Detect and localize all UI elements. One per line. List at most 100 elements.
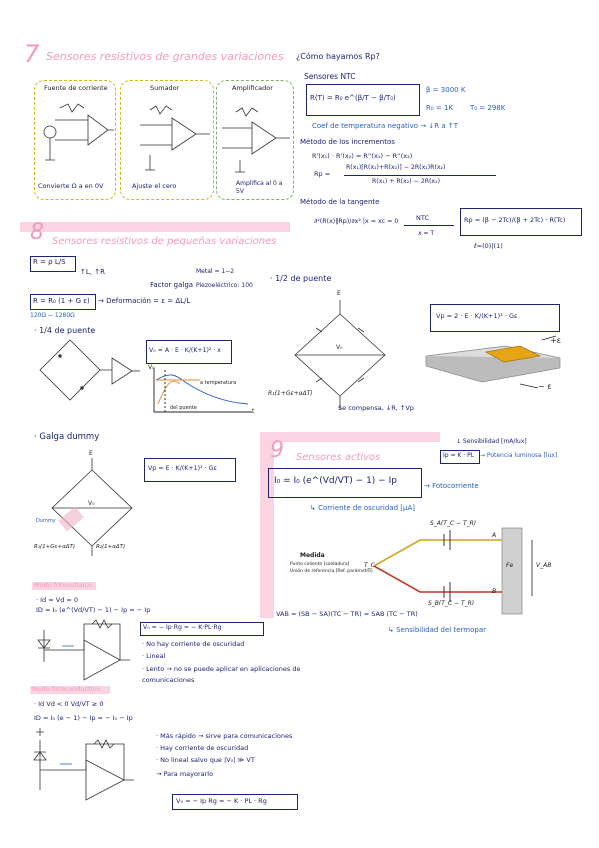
thermo-label-b: B xyxy=(492,588,497,595)
medida-label: Medida xyxy=(300,552,325,559)
dummy-label-r1: R₁(1+Gε+αΔT) xyxy=(34,544,76,550)
item-metal: Metal = 1−2 xyxy=(196,268,235,275)
quarter-bridge-title: · 1/4 de puente xyxy=(34,326,96,335)
photoconductive-note-dark: · Hay corriente de oscuridad xyxy=(156,744,249,752)
ntc-label: Sensores NTC xyxy=(304,72,356,81)
half-bridge-label-vo: V₀ xyxy=(336,344,343,351)
incremental-denominator: R(x₁) + R(x₂) − 2R(x₂) xyxy=(372,178,440,185)
vab-note: ↳ Sensibilidad del termopar xyxy=(388,626,486,634)
medida-sub2: Unión de referencia [Ref. parámetro] xyxy=(290,569,373,574)
section7-number: 7 xyxy=(24,40,40,68)
photoconductive-note-nonlinear: · No lineal salvo que |V₀| ≫ VT xyxy=(156,756,255,764)
rho-formula-box xyxy=(30,256,76,272)
section8-highlight xyxy=(20,222,290,232)
rho-formula: R = ρ L/S xyxy=(33,258,66,266)
dummy-gauge-title: · Galga dummy xyxy=(34,432,100,442)
tangent-arrow xyxy=(404,225,454,226)
sensitivity-note: ↓ Sensibilidad [mA/lux] xyxy=(456,438,527,445)
half-bridge-r1-label: R₁(1+Gε+αΔT) xyxy=(268,390,313,397)
section8-title: Sensores resistivos de pequeñas variacio… xyxy=(52,236,277,247)
photovoltaic-note-dark: · No hay corriente de oscuridad xyxy=(142,640,245,648)
photoconductive-title: Modo fotoconductivo xyxy=(32,685,101,693)
summer-box xyxy=(120,80,214,200)
main-formula-note: → Fotocorriente xyxy=(424,482,479,490)
tangent-title: Método de la tangente xyxy=(300,198,380,206)
tangent-eq: ∂²(R(x)‖Rp)/∂x² |x = xc = 0 xyxy=(314,218,399,225)
r0-note: 120Ω − 1280Ω xyxy=(30,312,75,319)
current-source-box xyxy=(34,80,116,200)
item-gauge-factor: Factor galga xyxy=(150,281,194,289)
section9-number: 9 xyxy=(270,438,284,463)
half-bridge-label-e: E xyxy=(337,290,341,297)
photoconductive-note-fast: · Más rápido → sirve para comunicaciones xyxy=(156,732,293,740)
box-caption-summer: Ajuste el cero xyxy=(132,182,177,190)
incremental-numerator: R(x₁)[R(x₁)+R(x₂)] − 2R(x₁)R(x₂) xyxy=(346,164,446,171)
thermo-label-a: A xyxy=(492,532,497,539)
vab-formula: VAB = (SB − SA)(TC − TR) = SAB (TC − TR) xyxy=(276,610,418,618)
photoconductive-vo-box xyxy=(172,794,298,810)
main-formula-box xyxy=(268,468,422,498)
ip-formula: Ip = K · PL xyxy=(443,452,475,459)
photovoltaic-vo: V₀ = − Ip·Rg = − K·PL·Rg xyxy=(143,624,222,631)
photovoltaic-note-slow: · Lento → no se puede aplicar en aplicac… xyxy=(142,665,301,684)
photovoltaic-vo-box xyxy=(140,622,264,636)
ntc-param-t0: T₀ = 298K xyxy=(470,104,506,112)
quarter-formula: V₀ = A · E · K/(K+1)² · x xyxy=(149,347,221,354)
incremental-fraction-bar xyxy=(344,175,496,176)
dummy-label-dummy: Dummy xyxy=(36,518,56,524)
photoconductive-line1: · Id Vd < 0 Vd/VT ≥ 0 xyxy=(34,700,104,708)
tangent-sub: x = T xyxy=(418,230,435,237)
dummy-label-vo: V₀ xyxy=(88,500,95,507)
thermo-label-fe: Fe xyxy=(506,562,514,569)
photovoltaic-line1: · Id = Vd = 0 xyxy=(36,596,79,604)
ntc-param-beta: β = 3000 K xyxy=(426,86,466,94)
ntc-formula: R(T) = R₀ e^(β/T − β/T₀) xyxy=(310,94,396,102)
thermo-label-sb: S_B(T_C − T_R) xyxy=(428,600,475,607)
tangent-arrow-label: NTC xyxy=(416,214,429,222)
thermo-label-vab: V_AB xyxy=(536,562,552,569)
tangent-foot: ℓ=(0)|(1) xyxy=(474,242,503,250)
half-formula-box xyxy=(430,304,560,332)
ntc-param-r0: R₀ = 1K xyxy=(426,104,454,112)
ip-note: → Potencia luminosa [lux] xyxy=(480,452,558,459)
section8-number: 8 xyxy=(30,220,44,245)
graph-label-temperature: a temperatura xyxy=(200,380,237,386)
quarter-formula-box xyxy=(146,340,232,364)
item-length: ↑L, ↑R xyxy=(80,268,105,276)
ntc-formula-box xyxy=(306,84,420,116)
dummy-formula-box xyxy=(144,458,236,482)
thermo-label-sa: S_A(T_C − T_R) xyxy=(430,520,477,527)
photovoltaic-highlight xyxy=(32,582,96,590)
section9-side-highlight xyxy=(260,432,274,618)
item-piezo: Piezoeléctrico: 100 xyxy=(196,282,253,289)
thermo-label-tc: T_C xyxy=(364,562,375,569)
box-title-current-source: Fuente de corriente xyxy=(44,84,108,92)
photovoltaic-note-linear: · Lineal xyxy=(142,652,166,660)
photoconductive-note-improve: → Para mayorarlo xyxy=(156,770,214,778)
photoconductive-highlight xyxy=(30,686,110,694)
photoconductive-line2: ID = I₀ (e − 1) − Ip = − I₀ − Ip xyxy=(34,714,133,722)
box-caption-current-source: Convierte Ω a en 0V xyxy=(38,182,104,190)
r-formula: R = R₀ (1 + G ε) xyxy=(33,297,90,305)
dummy-label-e: E xyxy=(89,450,93,457)
incremental-eq1: R'(x₁) · R'(x₂) = R''(x₁) − R''(x₂) xyxy=(312,152,413,160)
tangent-result: Rp = (β − 2Tc)/(β + 2Tc) · R(Tc) xyxy=(464,216,566,224)
photovoltaic-title: Modo fotovoltaico xyxy=(34,581,93,589)
main-formula: I₀ = I₀ (e^(Vd/VT) − 1) − Ip xyxy=(274,476,397,486)
coef-note: Coef de temperatura negativo → ↓R a ↑T xyxy=(312,122,459,130)
incremental-title: Método de los incrementos xyxy=(300,138,395,146)
graph-label-t: t xyxy=(252,408,255,415)
deformation-formula: → Deformación = ε = ΔL/L xyxy=(98,297,191,305)
box-caption-amplifier: Amplifica al 0 a 5V xyxy=(236,180,283,195)
graph-label-bridge: del puente xyxy=(170,405,197,411)
photoconductive-vo: V₀ = − Ip Rg = − K · PL · Rg xyxy=(176,797,267,805)
section9-top-highlight xyxy=(260,432,440,442)
dark-current-note: ↳ Corriente de oscuridad [μA] xyxy=(310,504,415,512)
r-formula-box xyxy=(30,294,96,310)
ip-formula-box xyxy=(440,450,480,464)
